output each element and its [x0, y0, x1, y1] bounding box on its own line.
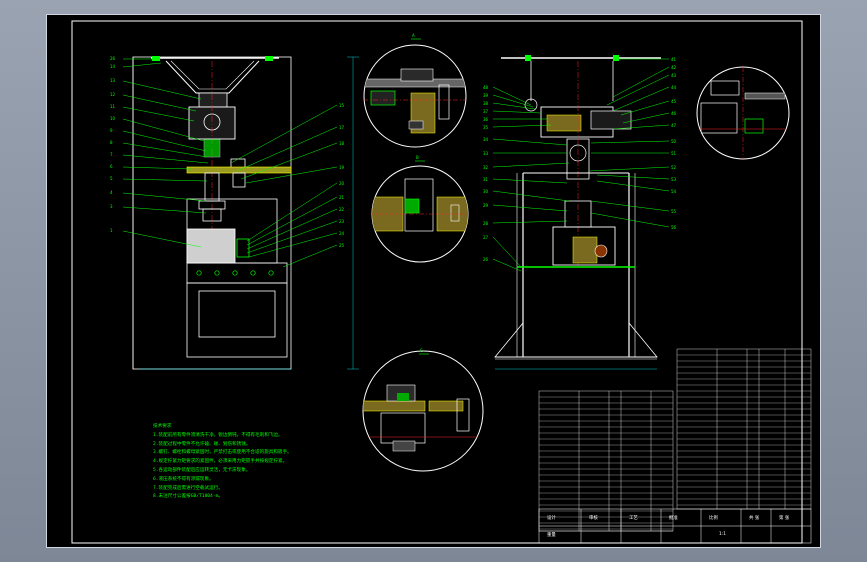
title-label-review: 审核 — [589, 516, 598, 521]
svg-text:35: 35 — [483, 125, 489, 130]
svg-text:5: 5 — [110, 176, 113, 181]
svg-text:6: 6 — [110, 164, 113, 169]
svg-text:31: 31 — [483, 177, 489, 182]
svg-text:14: 14 — [110, 64, 116, 69]
svg-text:12: 12 — [110, 92, 116, 97]
svg-text:39: 39 — [483, 93, 489, 98]
svg-text:27: 27 — [483, 235, 489, 240]
svg-text:37: 37 — [483, 109, 489, 114]
svg-text:11: 11 — [110, 104, 116, 109]
svg-text:21: 21 — [339, 195, 345, 200]
technical-requirements: 技术要求 1.装配前所有零件须清洗干净，锐边倒钝，不得有毛刺和飞边。 2.装配过… — [153, 423, 363, 502]
requirement-line: 5.各运动部件装配后应运转灵活，无卡滞现象。 — [153, 467, 251, 473]
svg-text:10: 10 — [110, 116, 116, 121]
svg-text:1: 1 — [110, 228, 113, 233]
svg-text:46: 46 — [671, 111, 677, 116]
svg-text:3: 3 — [110, 204, 113, 209]
svg-text:9: 9 — [110, 128, 113, 133]
detail-view-4 — [696, 66, 790, 160]
technical-requirements-title: 技术要求 — [153, 424, 172, 429]
svg-text:41: 41 — [671, 57, 677, 62]
svg-text:25: 25 — [339, 243, 345, 248]
side-view: 48 39 38 37 36 35 34 33 32 31 30 29 28 27 26 41 42 4… — [483, 55, 677, 370]
svg-text:56: 56 — [671, 225, 677, 230]
svg-text:54: 54 — [671, 189, 677, 194]
front-view: 26 14 13 12 11 10 9 8 7 6 5 4 3 1 15 17 18 19 20 2… — [110, 56, 359, 370]
parts-list-left — [538, 390, 674, 532]
svg-text:22: 22 — [339, 207, 345, 212]
svg-text:45: 45 — [671, 99, 677, 104]
detail-view-3: C — [362, 348, 484, 472]
title-label-scale: 比例 — [709, 516, 718, 521]
svg-text:15: 15 — [339, 103, 345, 108]
svg-text:13: 13 — [110, 78, 116, 83]
svg-text:29: 29 — [483, 203, 489, 208]
inner-frame — [71, 20, 803, 544]
detail-label-3: C — [420, 348, 423, 353]
svg-text:26: 26 — [110, 56, 116, 61]
title-label-design: 设计 — [547, 516, 556, 521]
svg-text:17: 17 — [339, 125, 345, 130]
svg-text:33: 33 — [483, 151, 489, 156]
detail-view-1: A — [363, 33, 467, 148]
svg-text:20: 20 — [339, 181, 345, 186]
svg-text:51: 51 — [671, 151, 677, 156]
svg-text:43: 43 — [671, 73, 677, 78]
requirement-line: 7.装配完成后需进行空载试运行。 — [153, 485, 223, 491]
title-block — [538, 508, 812, 544]
svg-text:47: 47 — [671, 123, 677, 128]
svg-text:30: 30 — [483, 189, 489, 194]
title-label-weight: 重量 — [547, 533, 556, 538]
svg-text:32: 32 — [483, 165, 489, 170]
requirement-line: 6.液压系统不得有渗漏现象。 — [153, 476, 214, 482]
svg-text:28: 28 — [483, 221, 489, 226]
title-label-sheets: 共 张 — [749, 516, 760, 521]
detail-label-2: B — [416, 155, 419, 160]
svg-text:53: 53 — [671, 177, 677, 182]
svg-text:55: 55 — [671, 209, 677, 214]
svg-text:50: 50 — [671, 139, 677, 144]
svg-text:23: 23 — [339, 219, 345, 224]
detail-label-1: A — [412, 33, 415, 38]
svg-text:48: 48 — [483, 85, 489, 90]
requirement-line: 8.未注尺寸公差按GB/T1804-m。 — [153, 494, 223, 500]
svg-text:26: 26 — [483, 257, 489, 262]
svg-text:42: 42 — [671, 65, 677, 70]
title-scale-value: 1:1 — [719, 532, 727, 537]
svg-text:52: 52 — [671, 165, 677, 170]
requirement-line: 1.装配前所有零件须清洗干净，锐边倒钝，不得有毛刺和飞边。 — [153, 432, 283, 438]
bom-rows — [539, 354, 811, 530]
svg-text:19: 19 — [339, 165, 345, 170]
svg-text:24: 24 — [339, 231, 345, 236]
svg-text:34: 34 — [483, 137, 489, 142]
svg-text:18: 18 — [339, 141, 345, 146]
svg-text:36: 36 — [483, 117, 489, 122]
detail-view-2: B — [371, 155, 469, 263]
title-label-process: 工艺 — [629, 516, 638, 521]
svg-text:4: 4 — [110, 190, 113, 195]
requirement-line: 2.装配过程中零件不允许磕、碰、划伤和锈蚀。 — [153, 441, 251, 447]
svg-text:44: 44 — [671, 85, 677, 90]
title-label-approve: 批准 — [669, 516, 678, 521]
svg-text:7: 7 — [110, 152, 113, 157]
title-label-sheet: 第 张 — [779, 516, 790, 521]
svg-text:8: 8 — [110, 140, 113, 145]
requirement-line: 4.规定拧紧力矩要求的紧固件，必须采用力矩扳手并按规定拧紧。 — [153, 459, 288, 465]
svg-text:38: 38 — [483, 101, 489, 106]
requirement-line: 3.螺钉、螺栓和螺母紧固时，严禁打击或使用不合适的旋具和扳手。 — [153, 450, 292, 456]
